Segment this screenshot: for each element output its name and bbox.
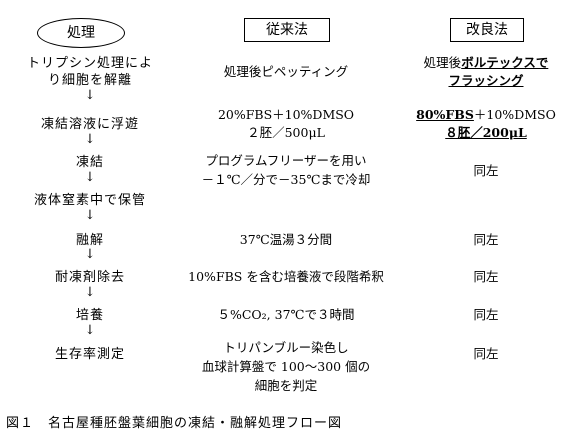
imp-pipetting-prefix: 処理後: [423, 55, 462, 70]
header-improved: 改良法: [450, 18, 524, 42]
step-store: 液体窒素中で保管: [33, 193, 146, 208]
header-process-label: 処理: [67, 25, 95, 41]
imp-same-thaw: 同左: [473, 232, 499, 247]
step-remove-cryoprotectant: 耐凍剤除去: [54, 270, 125, 285]
flow-arrow: ↓: [84, 323, 96, 338]
flow-arrow: ↓: [84, 88, 96, 103]
conv-culture: ５%CO₂, 37℃で３時間: [217, 307, 355, 322]
imp-same-freeze: 同左: [473, 163, 499, 178]
imp-solution-line1: 80%FBS＋10%DMSO: [400, 104, 572, 123]
conv-viability-line2: 血球計算盤で 100～300 個の: [201, 359, 371, 374]
imp-solution-rest: ＋10%DMSO: [473, 107, 556, 122]
imp-solution-line2: ８胚／200μL: [445, 125, 527, 140]
step-trypsin-line1: トリプシン処理によ: [26, 56, 153, 71]
imp-solution-emph: 80%FBS: [416, 107, 474, 122]
conv-viability-line3: 細胞を判定: [254, 378, 318, 393]
step-trypsin-line2: り細胞を解離: [47, 73, 132, 88]
conv-solution-line2: ２胚／500μL: [247, 125, 325, 140]
conv-pipetting: 処理後ピペッティング: [223, 64, 349, 79]
imp-pipetting-line1: 処理後ボルテックスで: [400, 52, 572, 71]
conv-viability-line1: トリパンブルー染色し: [223, 340, 349, 355]
conv-freeze-line2: －１℃／分で－35℃まで冷却: [201, 172, 371, 187]
figure-caption: 図１ 名古屋種胚盤葉細胞の凍結・融解処理フロー図: [6, 416, 343, 431]
header-conventional: 従来法: [244, 18, 330, 42]
imp-same-culture: 同左: [473, 307, 499, 322]
flow-arrow: ↓: [84, 170, 96, 185]
conv-solution-line1: 20%FBS＋10%DMSO: [217, 107, 355, 122]
flow-arrow: ↓: [84, 208, 96, 223]
flow-arrow: ↓: [84, 247, 96, 262]
header-improved-label: 改良法: [466, 22, 508, 38]
step-suspend: 凍結溶液に浮遊: [40, 117, 139, 132]
header-conventional-label: 従来法: [266, 22, 308, 38]
header-process: 処理: [37, 18, 125, 48]
flow-arrow: ↓: [84, 285, 96, 300]
step-thaw: 融解: [75, 233, 104, 248]
imp-pipetting-emph: ボルテックスで: [461, 55, 549, 70]
flow-arrow: ↓: [84, 132, 96, 147]
conv-dilution: 10%FBS を含む培養液で段階希釈: [188, 269, 384, 284]
step-freeze: 凍結: [75, 155, 104, 170]
imp-same-viability: 同左: [473, 346, 499, 361]
conv-thaw: 37℃温湯３分間: [239, 232, 333, 247]
conv-freeze-line1: プログラムフリーザーを用い: [205, 153, 367, 168]
step-culture: 培養: [75, 308, 104, 323]
step-viability: 生存率測定: [54, 347, 125, 362]
imp-same-dilution: 同左: [473, 269, 499, 284]
imp-pipetting-line2: フラッシング: [448, 73, 524, 88]
